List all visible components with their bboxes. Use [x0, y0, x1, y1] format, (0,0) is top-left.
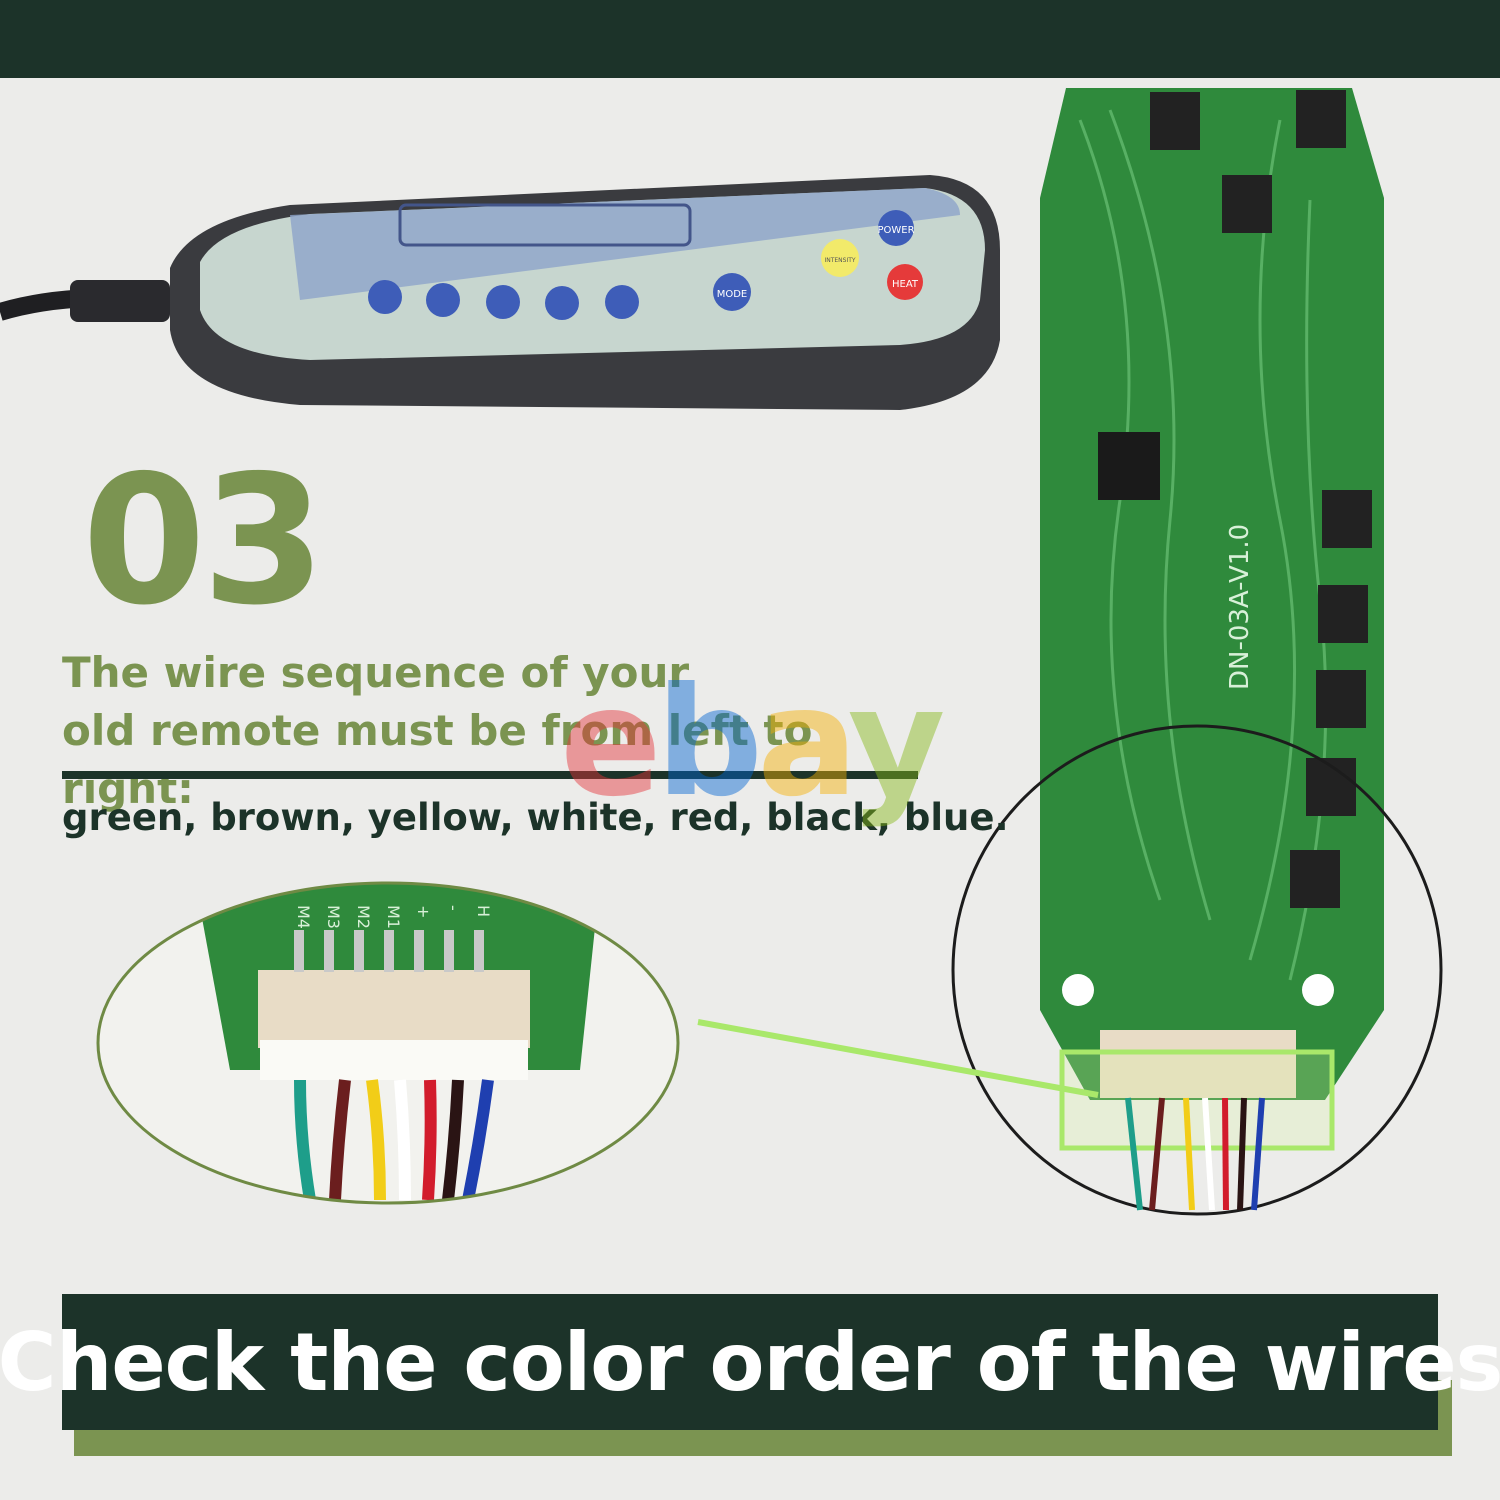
pointer-line — [697, 1019, 1099, 1098]
ic-chip-u2 — [1098, 432, 1160, 500]
heading-line-1: The wire sequence of your — [62, 648, 690, 697]
tactile-switch — [1296, 90, 1346, 148]
pin-label: M4 — [294, 905, 313, 929]
back-button[interactable] — [605, 285, 639, 319]
ebay-watermark: ebay — [560, 656, 945, 830]
tactile-switch — [1322, 490, 1372, 548]
divider — [62, 771, 918, 779]
connector-zoom-inset: M4 M3 M2 M1 + - H — [98, 883, 678, 1203]
wire-sequence-text: green, brown, yellow, white, red, black,… — [62, 796, 1009, 839]
leg-button[interactable] — [426, 283, 460, 317]
magnifier-circle — [951, 724, 1443, 1216]
connector-pin — [354, 930, 364, 972]
power-button[interactable] — [878, 210, 914, 246]
inset-wires — [294, 1079, 494, 1202]
timer-button[interactable] — [368, 280, 402, 314]
pin-label: H — [474, 905, 493, 917]
pin-label: - — [444, 905, 463, 911]
step-number: 03 — [82, 437, 326, 644]
connector-pin — [444, 930, 454, 972]
connector-pin — [294, 930, 304, 972]
mode-button[interactable] — [713, 273, 751, 311]
tactile-switch — [1290, 850, 1340, 908]
heat-button[interactable] — [887, 264, 923, 300]
pcb-board: DN-03A-V1.0 — [1040, 88, 1384, 1100]
tactile-switch — [1150, 92, 1200, 150]
tactile-switch — [1222, 175, 1272, 233]
pin-label: + — [414, 905, 433, 918]
connector-pin — [324, 930, 334, 972]
board-wires — [1125, 1097, 1265, 1211]
power-label: POWER — [877, 225, 914, 236]
cable-strain-relief — [70, 280, 170, 322]
intensity-button[interactable] — [821, 239, 859, 277]
heat-label: HEAT — [892, 279, 919, 290]
pcb-model-label: DN-03A-V1.0 — [1225, 524, 1255, 690]
tactile-switch — [1318, 585, 1368, 643]
mode-label: MODE — [717, 289, 748, 300]
top-bar — [0, 0, 1500, 78]
connector-highlight — [1059, 1049, 1335, 1151]
inset-border — [96, 881, 680, 1205]
intensity-label: INTENSITY — [824, 257, 855, 264]
mount-hole — [1302, 974, 1334, 1006]
connector-pin — [414, 930, 424, 972]
banner-text: Check the color order of the wires — [0, 1315, 1500, 1409]
bottom-banner: Check the color order of the wires — [0, 1294, 1500, 1430]
connector-pin — [384, 930, 394, 972]
tactile-switch — [1316, 670, 1366, 728]
remote-control: POWER HEAT MODE INTENSITY — [170, 175, 1000, 410]
pin-label: M3 — [324, 905, 343, 929]
body-diagram-icon — [398, 203, 692, 247]
thigh-button[interactable] — [486, 285, 520, 319]
pin-label: M2 — [354, 905, 373, 929]
lumbar-button[interactable] — [545, 286, 579, 320]
inset-pin-labels: M4 M3 M2 M1 + - H — [294, 905, 493, 972]
pin-label: M1 — [384, 905, 403, 929]
wire-connector — [1100, 1030, 1296, 1098]
connector-pin — [474, 930, 484, 972]
mount-hole — [1062, 974, 1094, 1006]
